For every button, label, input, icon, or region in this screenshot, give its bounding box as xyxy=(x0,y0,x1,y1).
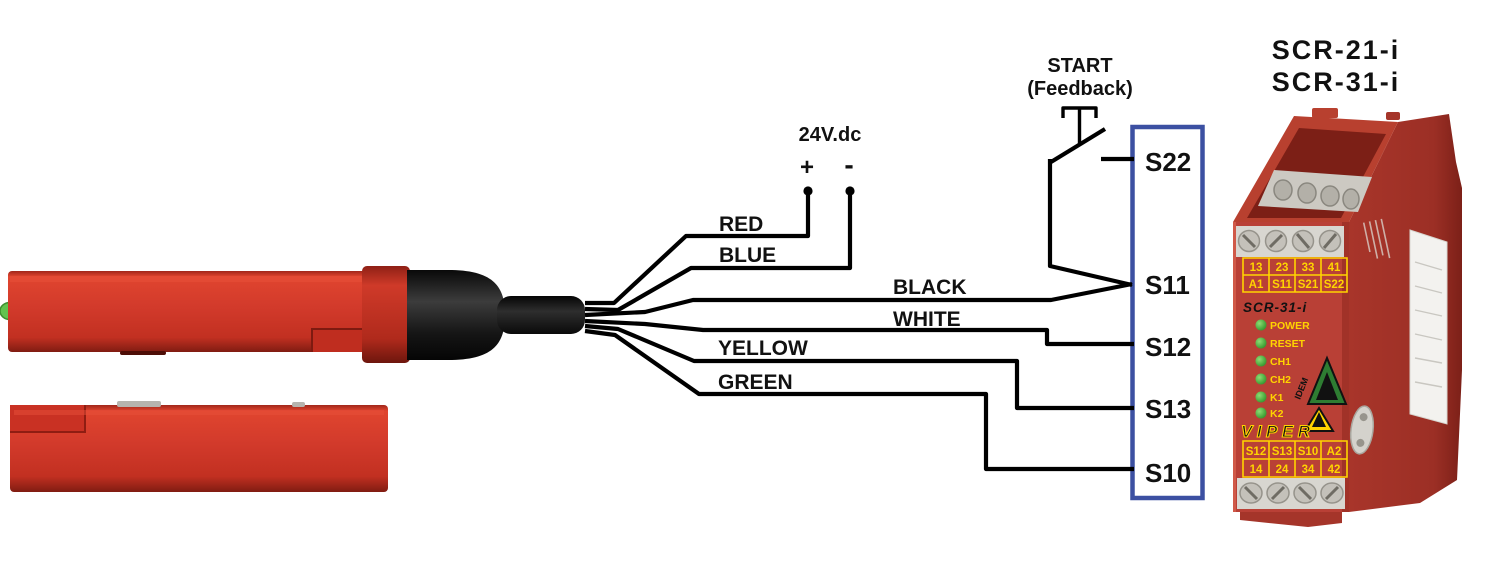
top-grid-cell: A1 xyxy=(1249,279,1264,291)
feedback-branch xyxy=(1047,159,1133,288)
terminal-s12: S12 xyxy=(1145,332,1191,362)
wire-green xyxy=(584,328,1134,472)
sensor-body-highlight xyxy=(10,276,404,282)
led-label-k2: K2 xyxy=(1270,408,1284,420)
bottom-grid-cell: 34 xyxy=(1302,464,1315,476)
cable-barrel xyxy=(497,296,585,334)
cable-collar xyxy=(362,266,410,363)
led-ch2 xyxy=(1255,373,1267,385)
top-grid-cell: 13 xyxy=(1250,262,1263,274)
wire-black xyxy=(584,281,1133,318)
wire-white xyxy=(584,318,1134,347)
power-label: 24V.dc xyxy=(799,124,862,146)
wire-label-green: GREEN xyxy=(718,371,793,394)
wiring xyxy=(584,106,1134,472)
terminal-s22: S22 xyxy=(1145,147,1191,177)
sensor-body xyxy=(8,271,410,352)
wire-label-yellow: YELLOW xyxy=(718,337,808,360)
module-top-tab xyxy=(1312,108,1338,118)
led-label-reset: RESET xyxy=(1270,338,1306,350)
module-bottom-foot xyxy=(1240,512,1342,527)
top-grid-cell: 41 xyxy=(1328,262,1341,274)
module-side-fineprint xyxy=(1362,218,1391,259)
module-side-label-lines xyxy=(1414,261,1443,388)
bottom-grid-cell: 24 xyxy=(1276,464,1289,476)
module-title-line2: SCR-31-i xyxy=(1272,67,1401,97)
power-plus-node xyxy=(803,186,813,196)
actuator-body xyxy=(10,405,388,492)
relay-module: 13 23 33 41 A1 S11 S21 S22 SCR-31-i POWE… xyxy=(1233,108,1462,527)
led-ch1 xyxy=(1255,355,1267,367)
bottom-grid-cell: S12 xyxy=(1246,446,1266,458)
power-minus: - xyxy=(844,149,853,180)
wire-label-red: RED xyxy=(719,213,763,236)
terminal-s11: S11 xyxy=(1145,270,1190,300)
bottom-grid-cell: 14 xyxy=(1250,464,1263,476)
module-face-highlight xyxy=(1233,222,1236,512)
led-k1 xyxy=(1255,391,1267,403)
bottom-grid-cell: S13 xyxy=(1272,446,1292,458)
module-top-tab-right xyxy=(1386,112,1400,120)
idem-logo-arrow xyxy=(1316,372,1338,400)
module-face-shadow xyxy=(1342,222,1349,512)
led-reset xyxy=(1255,337,1267,349)
bottom-grid-cell: A2 xyxy=(1327,446,1342,458)
wire-label-black: BLACK xyxy=(893,276,967,299)
module-bottom-screw-slots xyxy=(1243,485,1340,501)
wire-blue xyxy=(584,193,853,313)
switch-blade xyxy=(1049,127,1107,164)
top-grid-cell: S11 xyxy=(1272,279,1292,291)
cable-gland xyxy=(407,270,505,360)
module-recess-screws xyxy=(1273,179,1360,210)
top-grid-cell: 23 xyxy=(1276,262,1289,274)
module-title-line1: SCR-21-i xyxy=(1272,35,1401,65)
terminal-block-box xyxy=(1130,124,1205,501)
led-power xyxy=(1255,319,1267,331)
actuator-tab-left xyxy=(117,401,161,407)
idem-logo-yellow-notch xyxy=(1312,412,1326,427)
module-top-terminal-grid: 13 23 33 41 A1 S11 S21 S22 xyxy=(1242,257,1348,293)
pushbutton-actuator xyxy=(1061,106,1098,145)
power-minus-node xyxy=(845,186,855,196)
led-label-power: POWER xyxy=(1270,320,1310,332)
actuator-notch xyxy=(10,405,85,432)
safety-switch-sensor xyxy=(0,266,585,492)
terminal-s13: S13 xyxy=(1145,394,1191,424)
led-k2 xyxy=(1255,407,1267,419)
terminal-s10: S10 xyxy=(1145,458,1191,488)
diagram-labels: START (Feedback) 24V.dc + - RED BLUE BLA… xyxy=(718,35,1401,488)
actuator-highlight xyxy=(14,410,384,415)
wire-yellow xyxy=(584,323,1134,411)
wire-label-white: WHITE xyxy=(893,308,961,331)
led-label-ch1: CH1 xyxy=(1270,356,1291,368)
start-label-line2: (Feedback) xyxy=(1027,78,1133,100)
power-plus: + xyxy=(800,154,814,181)
bottom-grid-cell: S10 xyxy=(1298,446,1318,458)
module-top-screw-slots xyxy=(1241,233,1338,249)
wire-red xyxy=(585,193,811,306)
actuator-tab-right xyxy=(292,402,305,407)
sensor-bottom-slot xyxy=(120,351,166,355)
module-bottom-terminal-grid: S12 S13 S10 A2 14 24 34 42 xyxy=(1242,440,1348,478)
led-label-ch2: CH2 xyxy=(1270,374,1291,386)
top-grid-cell: S21 xyxy=(1298,279,1319,291)
module-side-label xyxy=(1409,229,1448,425)
top-grid-cell: S22 xyxy=(1324,279,1344,291)
start-label-line1: START xyxy=(1047,55,1112,77)
module-leds: POWER RESET CH1 CH2 K1 K2 xyxy=(1255,319,1310,420)
led-label-k1: K1 xyxy=(1270,392,1284,404)
wire-label-blue: BLUE xyxy=(719,244,776,267)
bottom-grid-cell: 42 xyxy=(1328,464,1341,476)
module-brand: VIPER xyxy=(1241,422,1315,441)
module-face-model: SCR-31-i xyxy=(1243,300,1307,315)
top-grid-cell: 33 xyxy=(1302,262,1315,274)
din-clip xyxy=(1349,405,1375,455)
